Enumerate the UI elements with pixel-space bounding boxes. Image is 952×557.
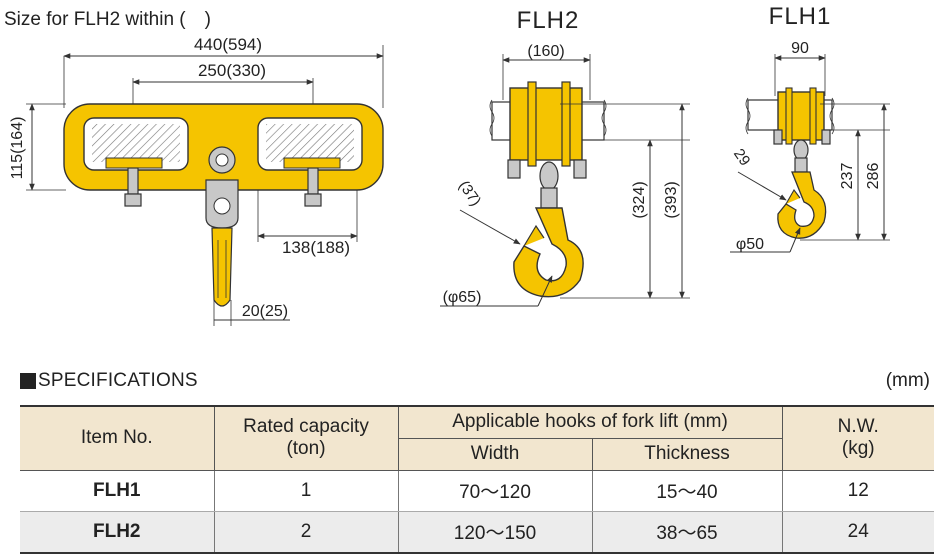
flh1-hook-height-label: 237 <box>839 163 856 190</box>
cell-thickness: 38〜65 <box>591 511 783 554</box>
cell-width: 70〜120 <box>397 470 593 512</box>
header-net-weight: N.W. (kg) <box>781 405 934 471</box>
flh1-width-label: 90 <box>791 40 809 57</box>
flh1-side-view: FLH1 90 29 φ50 237 286 <box>730 3 890 253</box>
front-view: 440(594) 250(330) 115(164) <box>9 35 384 326</box>
cell-capacity: 1 <box>213 470 399 512</box>
diagram-caption: Size for FLH2 within ( ) <box>4 9 211 30</box>
flh2-width-label: (160) <box>527 43 564 60</box>
cell-capacity: 2 <box>213 511 399 554</box>
cell-item: FLH1 <box>20 470 215 512</box>
header-item-no: Item No. <box>20 405 215 471</box>
flh1-total-height-label: 286 <box>865 163 882 190</box>
flh2-hook-height-label: (324) <box>631 181 648 218</box>
flh2-title: FLH2 <box>517 7 580 34</box>
cell-thickness: 15〜40 <box>591 470 783 512</box>
header-nw-line2: (kg) <box>841 438 875 460</box>
flh1-title: FLH1 <box>769 3 832 30</box>
header-capacity-line1: Rated capacity <box>243 416 369 438</box>
specifications-table: Item No. Rated capacity (ton) Applicable… <box>20 405 934 554</box>
flh2-throat-label: (37) <box>455 178 484 210</box>
unit-label: (mm) <box>885 370 930 391</box>
center-spacing-label: 250(330) <box>198 61 266 80</box>
flh2-diameter-label: (φ65) <box>443 289 482 306</box>
cell-nw: 24 <box>781 511 934 554</box>
specifications-title: SPECIFICATIONS <box>38 370 198 391</box>
table-row: FLH2 2 120〜150 38〜65 24 <box>20 511 934 554</box>
square-bullet-icon <box>20 373 36 389</box>
header-width: Width <box>398 437 593 471</box>
flh2-total-height-label: (393) <box>663 181 680 218</box>
header-nw-line1: N.W. <box>837 416 879 438</box>
flh2-side-view: FLH2 (160) (37) (φ65) <box>440 7 690 307</box>
header-thickness: Thickness <box>591 437 782 471</box>
header-capacity-line2: (ton) <box>286 438 326 460</box>
pocket-label: 138(188) <box>282 238 350 257</box>
overall-width-label: 440(594) <box>194 35 262 54</box>
flh1-diameter-label: φ50 <box>736 236 764 253</box>
height-label: 115(164) <box>9 117 26 180</box>
flh1-throat-label: 29 <box>730 146 753 169</box>
cell-width: 120〜150 <box>397 511 593 554</box>
specifications-heading: SPECIFICATIONS <box>20 370 198 392</box>
header-applicable-hooks: Applicable hooks of fork lift (mm) <box>397 405 783 439</box>
table-row: FLH1 1 70〜120 15〜40 12 <box>20 470 934 512</box>
hook-width-label: 20(25) <box>242 303 288 320</box>
header-rated-capacity: Rated capacity (ton) <box>213 405 399 471</box>
cell-nw: 12 <box>781 470 934 512</box>
technical-drawing: Size for FLH2 within ( ) 440(594) 250(33… <box>4 3 890 326</box>
cell-item: FLH2 <box>20 511 215 554</box>
